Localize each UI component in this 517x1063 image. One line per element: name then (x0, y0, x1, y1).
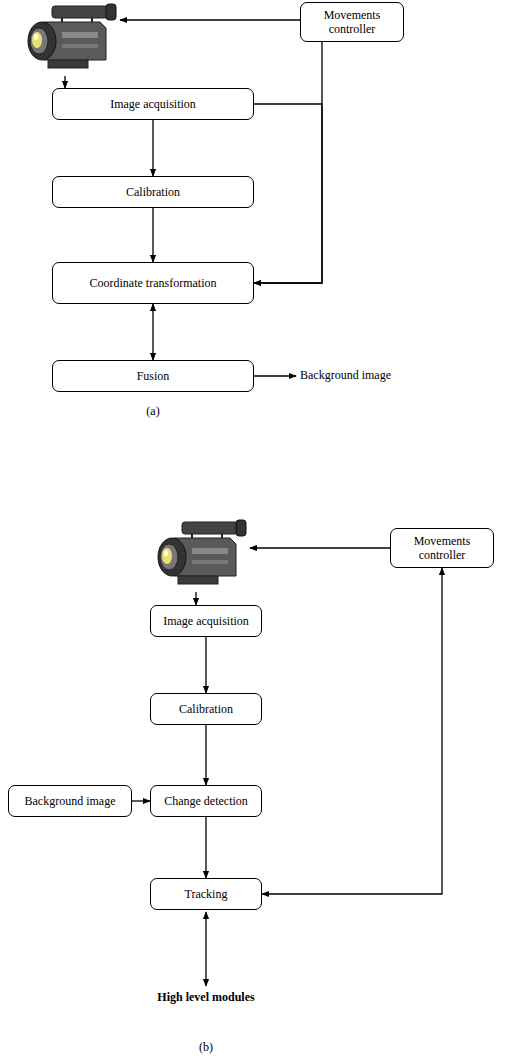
flow-arrow (205, 725, 206, 785)
figure-label: High level modules (157, 990, 254, 1004)
video-arrow (195, 592, 196, 605)
flow-arrow (152, 304, 153, 360)
flow-arrow (152, 208, 153, 262)
figure-label: (b) (199, 1040, 213, 1054)
box-text: Movements controller (397, 534, 487, 563)
box-text: Movements controller (307, 8, 397, 37)
process-box: Movements controller (300, 2, 404, 42)
flow-arrow (205, 637, 206, 693)
control-arrow (250, 547, 390, 548)
control-arrow (120, 19, 300, 20)
flow-arrow (262, 568, 442, 894)
process-box: Tracking (150, 878, 262, 910)
process-box: Image acquisition (150, 605, 262, 637)
box-text: Change detection (164, 794, 248, 808)
box-text: Image acquisition (163, 614, 249, 628)
box-text: Fusion (137, 369, 170, 383)
box-text: Calibration (179, 702, 233, 716)
process-box: Movements controller (390, 528, 494, 568)
process-box: Change detection (150, 785, 262, 817)
box-text: Background image (25, 794, 116, 808)
figure-label: Background image (300, 368, 391, 382)
flow-arrow (254, 42, 322, 283)
figure-label: (a) (146, 404, 159, 418)
process-box: Calibration (52, 176, 254, 208)
process-box: Calibration (150, 693, 262, 725)
flow-arrow (132, 800, 150, 801)
video-camera (28, 4, 116, 68)
output-arrow (254, 375, 296, 376)
video-camera (158, 520, 246, 584)
interface-arrow (205, 912, 206, 986)
video-arrow (64, 76, 65, 88)
box-text: Calibration (126, 185, 180, 199)
box-text: Image acquisition (110, 97, 196, 111)
box-text: Coordinate transformation (90, 276, 217, 290)
process-box: Coordinate transformation (52, 262, 254, 304)
flow-arrow (254, 104, 322, 283)
process-box: Fusion (52, 360, 254, 392)
flow-arrow (152, 120, 153, 176)
box-text: Tracking (185, 887, 228, 901)
process-box: Image acquisition (52, 88, 254, 120)
flow-arrow (205, 817, 206, 878)
process-box: Background image (8, 785, 132, 817)
